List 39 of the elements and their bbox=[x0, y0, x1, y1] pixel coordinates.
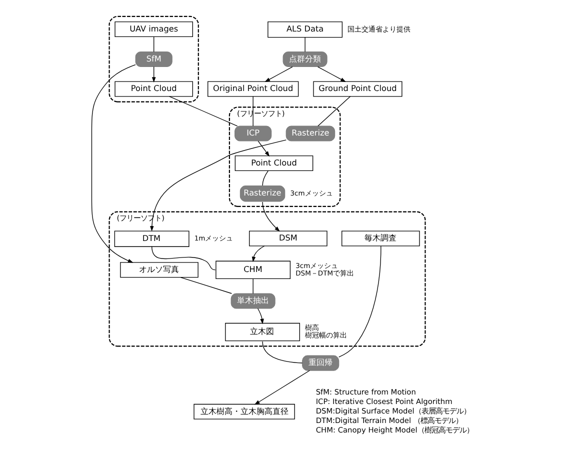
arrow bbox=[264, 66, 293, 82]
arrow bbox=[262, 202, 280, 232]
node-box: オルソ写真 bbox=[120, 262, 198, 278]
arrow bbox=[317, 66, 346, 82]
node-box: ICP bbox=[234, 126, 272, 142]
node-box: SfM bbox=[135, 52, 172, 68]
connector bbox=[169, 96, 238, 126]
arrow bbox=[252, 246, 265, 262]
connector bbox=[262, 341, 303, 364]
node-box: DSM bbox=[249, 230, 328, 246]
node-box: UAV images bbox=[114, 21, 193, 37]
arrow bbox=[91, 64, 136, 263]
node-box: 立木樹高・立木胸高直径 bbox=[194, 404, 295, 420]
connector bbox=[338, 246, 382, 358]
arrow bbox=[258, 140, 270, 157]
connector bbox=[318, 96, 351, 126]
node-box: DTM bbox=[114, 230, 190, 247]
node-box: 点群分類 bbox=[282, 52, 328, 68]
cluster bbox=[108, 16, 199, 102]
connector bbox=[262, 170, 268, 186]
node-box: 重回帰 bbox=[302, 355, 340, 371]
node-box: ALS Data bbox=[268, 21, 343, 38]
node-box: CHM bbox=[216, 260, 291, 280]
connector bbox=[151, 246, 216, 270]
node-box: Point Cloud bbox=[114, 81, 193, 97]
node-box: Original Point Cloud bbox=[208, 81, 299, 97]
node-box: Ground Point Cloud bbox=[313, 81, 402, 97]
node-box: 毎木調査 bbox=[342, 230, 420, 246]
arrow bbox=[152, 66, 156, 83]
arrow bbox=[254, 370, 310, 405]
node-box: 立木図 bbox=[225, 322, 300, 342]
node-box: Point Cloud bbox=[234, 155, 314, 171]
node-box: 単木抽出 bbox=[230, 293, 276, 309]
connector bbox=[252, 278, 254, 294]
node-box: Rasterize bbox=[286, 126, 336, 142]
connector bbox=[252, 96, 254, 126]
connector bbox=[180, 277, 232, 294]
connector bbox=[304, 36, 306, 52]
arrow bbox=[257, 308, 264, 324]
